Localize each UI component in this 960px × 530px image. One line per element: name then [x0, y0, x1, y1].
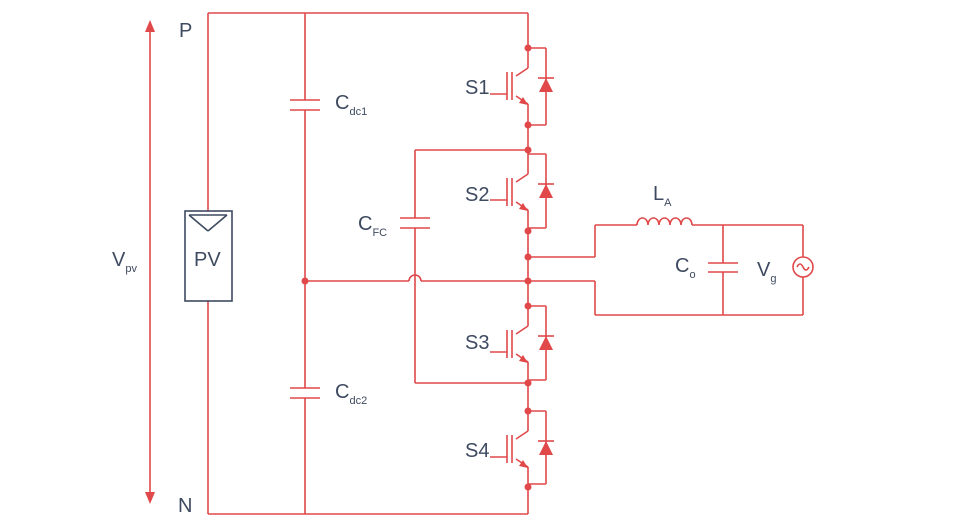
vpv-arrow: [145, 20, 155, 504]
vg-label: Vg: [757, 259, 776, 285]
la-subscript: A: [664, 197, 672, 209]
vpv-symbol: V: [112, 249, 126, 271]
pv-panel-icon: [184, 210, 233, 302]
output-filter: [528, 224, 804, 316]
switch-label-s4: S4: [465, 440, 489, 462]
switch-s2-icon: [490, 153, 554, 229]
cdc2-label: Cdc2: [335, 381, 367, 407]
switch-s3-icon: [490, 305, 554, 381]
vg-subscript: g: [770, 273, 776, 285]
midpoint-wire: [305, 274, 528, 282]
cdc1-subscript: dc1: [349, 106, 367, 118]
switch-s1-icon: [490, 47, 554, 126]
cfc-subscript: FC: [372, 227, 387, 239]
switch-s4-icon: [490, 410, 554, 485]
junction-dots: [301, 44, 532, 491]
co-label: Co: [675, 255, 696, 281]
node-p-label: P: [179, 20, 192, 42]
vpv-label: Vpv: [112, 249, 137, 275]
vg-symbol: V: [757, 259, 771, 281]
pv-label: PV: [194, 249, 221, 271]
la-label: LA: [653, 183, 672, 209]
la-symbol: L: [653, 183, 664, 205]
vpv-subscript: pv: [125, 263, 137, 275]
switch-label-s2: S2: [465, 184, 489, 206]
cfc-symbol: C: [358, 213, 372, 235]
cdc1-symbol: C: [335, 92, 349, 114]
cdc2-symbol: C: [335, 381, 349, 403]
main-rails: [207, 12, 528, 515]
cdc2-subscript: dc2: [349, 395, 367, 407]
switch-label-s1: S1: [465, 77, 489, 99]
cdc1-label: Cdc1: [335, 92, 367, 118]
flying-capacitor-branch: [400, 149, 528, 384]
dc-link-branch: [290, 13, 320, 514]
co-symbol: C: [675, 255, 689, 277]
ac-source-icon: [792, 256, 814, 278]
cfc-label: CFC: [358, 213, 387, 239]
node-n-label: N: [178, 495, 192, 517]
co-subscript: o: [689, 269, 695, 281]
inductor-icon: [636, 217, 693, 226]
switch-label-s3: S3: [465, 332, 489, 354]
